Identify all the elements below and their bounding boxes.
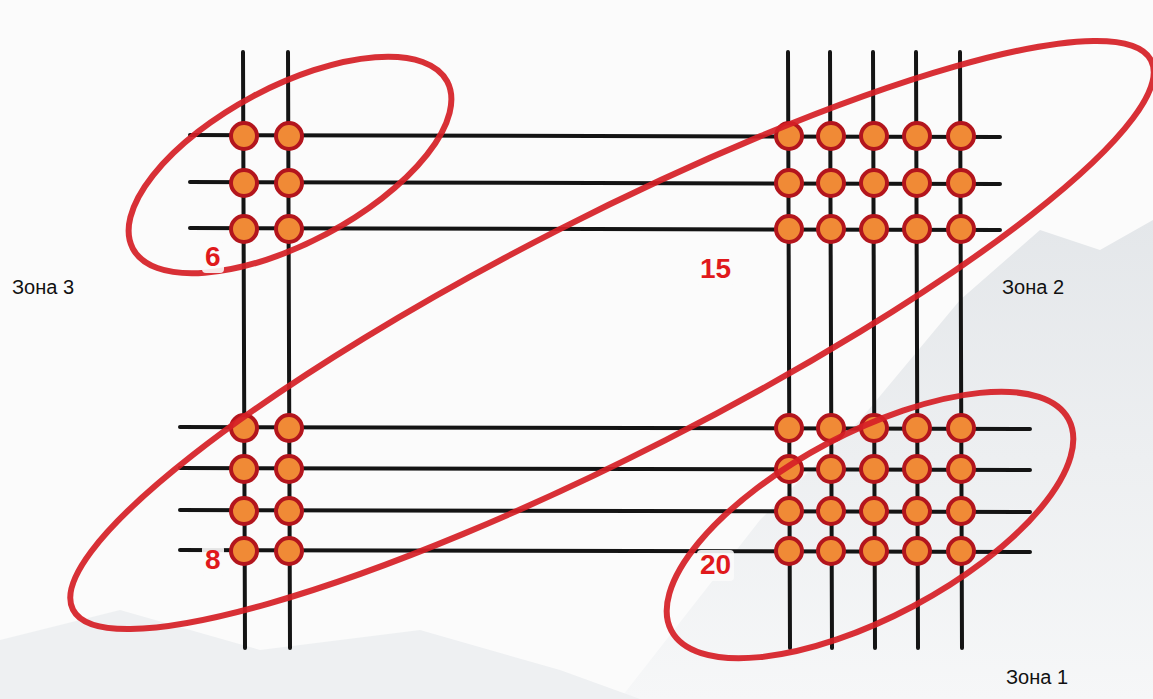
intersection-dot xyxy=(861,170,887,196)
intersection-dot xyxy=(861,498,887,524)
intersection-dot xyxy=(776,216,802,242)
intersection-dot xyxy=(861,456,887,482)
zone-ellipse xyxy=(19,0,1153,699)
intersection-dot xyxy=(948,123,974,149)
intersection-dot xyxy=(818,170,844,196)
line-group xyxy=(180,52,1030,648)
intersection-dot xyxy=(861,216,887,242)
intersection-dot xyxy=(231,123,257,149)
intersection-dot xyxy=(948,498,974,524)
intersection-dot xyxy=(231,170,257,196)
intersection-dot xyxy=(276,170,302,196)
intersection-dot xyxy=(276,456,302,482)
intersection-dot xyxy=(276,538,302,564)
intersection-dot xyxy=(904,415,930,441)
intersection-dot xyxy=(861,123,887,149)
intersection-dot xyxy=(948,170,974,196)
intersection-dot xyxy=(904,216,930,242)
intersection-dot xyxy=(861,538,887,564)
intersection-dot xyxy=(776,498,802,524)
intersection-dot xyxy=(904,170,930,196)
zone-ellipse xyxy=(96,13,484,318)
zone-label: Зона 2 xyxy=(1000,276,1066,298)
intersection-dot xyxy=(776,415,802,441)
intersection-dot xyxy=(904,538,930,564)
intersection-dot xyxy=(276,415,302,441)
zone-label: Зона 3 xyxy=(10,276,76,298)
intersection-dot xyxy=(231,456,257,482)
intersection-dot xyxy=(818,216,844,242)
intersection-dot xyxy=(276,216,302,242)
intersection-dot xyxy=(818,538,844,564)
callout-number: 6 xyxy=(202,242,224,273)
zone-ellipses xyxy=(19,0,1153,699)
intersection-dot xyxy=(904,456,930,482)
intersection-dot xyxy=(776,538,802,564)
zone-label: Зона 1 xyxy=(1004,666,1070,688)
mountain-backdrop xyxy=(620,220,1153,699)
intersection-dot xyxy=(948,216,974,242)
intersection-dot xyxy=(276,123,302,149)
zone-ellipse xyxy=(628,338,1112,699)
callout-number: 20 xyxy=(697,550,734,581)
intersection-dot xyxy=(904,498,930,524)
intersection-dot xyxy=(948,538,974,564)
dot-group xyxy=(231,123,974,564)
intersection-dot xyxy=(231,498,257,524)
callout-number: 15 xyxy=(697,254,734,285)
callout-number: 8 xyxy=(202,545,224,576)
intersection-dot xyxy=(231,216,257,242)
intersection-dot xyxy=(904,123,930,149)
intersection-dot xyxy=(231,538,257,564)
intersection-dot xyxy=(818,498,844,524)
intersection-dot xyxy=(818,123,844,149)
intersection-dot xyxy=(818,456,844,482)
intersection-dot xyxy=(948,456,974,482)
intersection-dot xyxy=(948,415,974,441)
intersection-dot xyxy=(276,498,302,524)
intersection-dot xyxy=(776,170,802,196)
